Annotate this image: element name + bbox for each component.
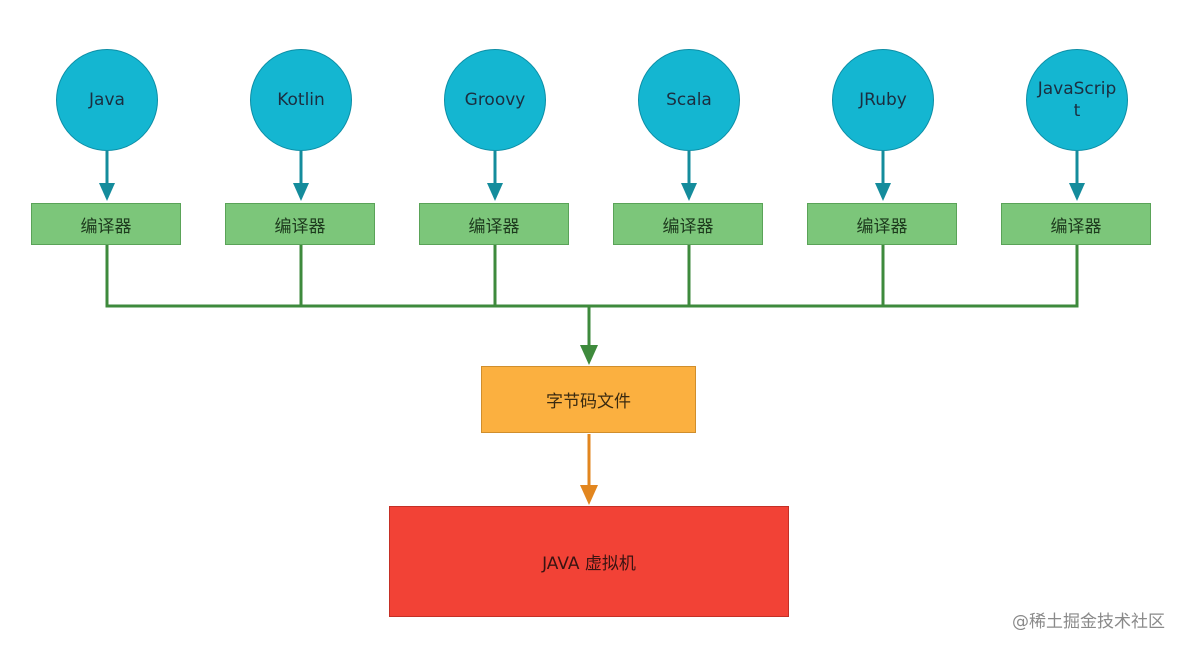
jvm-box: JAVA 虚拟机 — [389, 506, 789, 617]
arrow-javascript-compiler-head — [1069, 183, 1085, 201]
compiler-label: 编译器 — [856, 216, 908, 237]
bytecode-label: 字节码文件 — [546, 392, 631, 412]
compiler-box-groovy: 编译器 — [419, 203, 569, 245]
language-label: JRuby — [859, 90, 907, 110]
arrow-groovy-compiler-head — [487, 183, 503, 201]
language-node-groovy: Groovy — [444, 49, 546, 151]
bytecode-file-box: 字节码文件 — [481, 366, 696, 433]
compiler-box-kotlin: 编译器 — [225, 203, 375, 245]
language-label: Groovy — [464, 90, 526, 110]
compiler-label: 编译器 — [662, 216, 714, 237]
language-label: Kotlin — [277, 90, 325, 110]
arrow-scala-compiler-head — [681, 183, 697, 201]
compiler-box-javascript: 编译器 — [1001, 203, 1151, 245]
arrow-kotlin-compiler-head — [293, 183, 309, 201]
watermark-text: @稀土掘金技术社区 — [1012, 612, 1165, 632]
compiler-box-java: 编译器 — [31, 203, 181, 245]
compiler-box-scala: 编译器 — [613, 203, 763, 245]
bytecode-to-jvm-head — [580, 485, 598, 505]
language-node-javascript: JavaScript — [1026, 49, 1128, 151]
arrow-jruby-compiler-head — [875, 183, 891, 201]
compiler-bus-lines — [105, 245, 1079, 348]
language-label: Scala — [666, 90, 712, 110]
compiler-label: 编译器 — [1050, 216, 1102, 237]
bus-to-bytecode-head — [580, 345, 598, 365]
jvm-label: JAVA 虚拟机 — [542, 554, 636, 574]
language-node-kotlin: Kotlin — [250, 49, 352, 151]
language-label: JavaScript — [1037, 79, 1117, 121]
compiler-label: 编译器 — [468, 216, 520, 237]
arrow-java-compiler-head — [99, 183, 115, 201]
compiler-label: 编译器 — [274, 216, 326, 237]
language-node-jruby: JRuby — [832, 49, 934, 151]
compiler-label: 编译器 — [80, 216, 132, 237]
language-label: Java — [89, 90, 125, 110]
language-node-java: Java — [56, 49, 158, 151]
compiler-box-jruby: 编译器 — [807, 203, 957, 245]
language-compiler-arrows — [99, 151, 1085, 201]
language-node-scala: Scala — [638, 49, 740, 151]
